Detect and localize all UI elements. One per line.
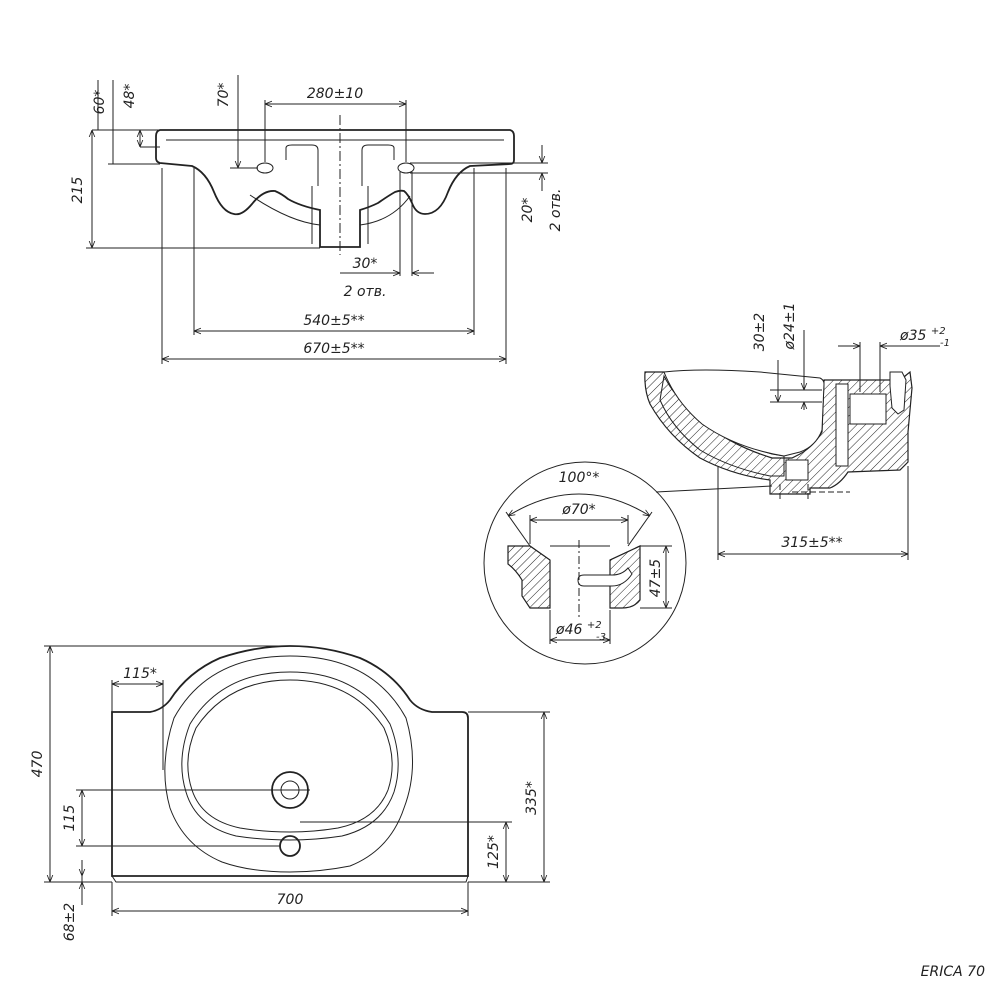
dim-315: 315±5**: [781, 535, 842, 551]
dim-angle-100: 100°*: [559, 470, 600, 486]
dim-215: 215: [70, 177, 86, 204]
dim-670: 670±5**: [303, 341, 364, 357]
top-view-outline: [111, 645, 469, 877]
detail-view: 100°* ø70* 47±5 ø46 +2 -3: [483, 461, 773, 665]
dim-540: 540±5**: [303, 313, 364, 329]
dim-d24: ø24±1: [782, 302, 798, 350]
dim-68: 68±2: [62, 903, 78, 942]
dim-125: 125*: [486, 835, 502, 869]
d46-tol-up: +2: [587, 620, 602, 631]
dim-115-left: 115: [62, 805, 78, 832]
dim-470: 470: [30, 751, 46, 778]
d35-tol-up: +2: [931, 326, 946, 337]
dim-280: 280±10: [307, 86, 363, 102]
d46-tol-low: -3: [596, 632, 606, 643]
dim-30: 30*: [353, 256, 378, 272]
dim-d46: ø46 +2 -3: [555, 616, 606, 643]
dim-48: 48*: [122, 84, 138, 109]
dim-30-2: 30±2: [752, 313, 768, 352]
dim-47: 47±5: [648, 559, 664, 598]
dim-d70: ø70*: [561, 502, 595, 518]
front-view: 60* 48* 215 70* 280±10 20* 2 отв. 30* 2 …: [70, 75, 564, 364]
dim-60: 60*: [92, 90, 108, 115]
d35-tol-low: -1: [940, 338, 950, 349]
dim-2-holes-right: 2 отв.: [548, 189, 564, 232]
model-name: ERICA 70: [921, 964, 985, 980]
dim-335: 335*: [524, 781, 540, 815]
dim-d35: ø35 +2 -1: [899, 322, 950, 349]
top-view: 115* 470 115 68±2 335* 125* 700: [30, 645, 550, 942]
dim-2-holes-bottom: 2 отв.: [344, 284, 387, 300]
dim-20: 20*: [520, 198, 536, 223]
dim-70: 70*: [216, 83, 232, 108]
dim-700: 700: [277, 892, 304, 908]
dim-115-top: 115*: [123, 666, 157, 682]
front-view-outline: [155, 115, 515, 255]
side-section: 30±2 ø24±1 ø35 +2 -1 315±5**: [644, 302, 950, 560]
